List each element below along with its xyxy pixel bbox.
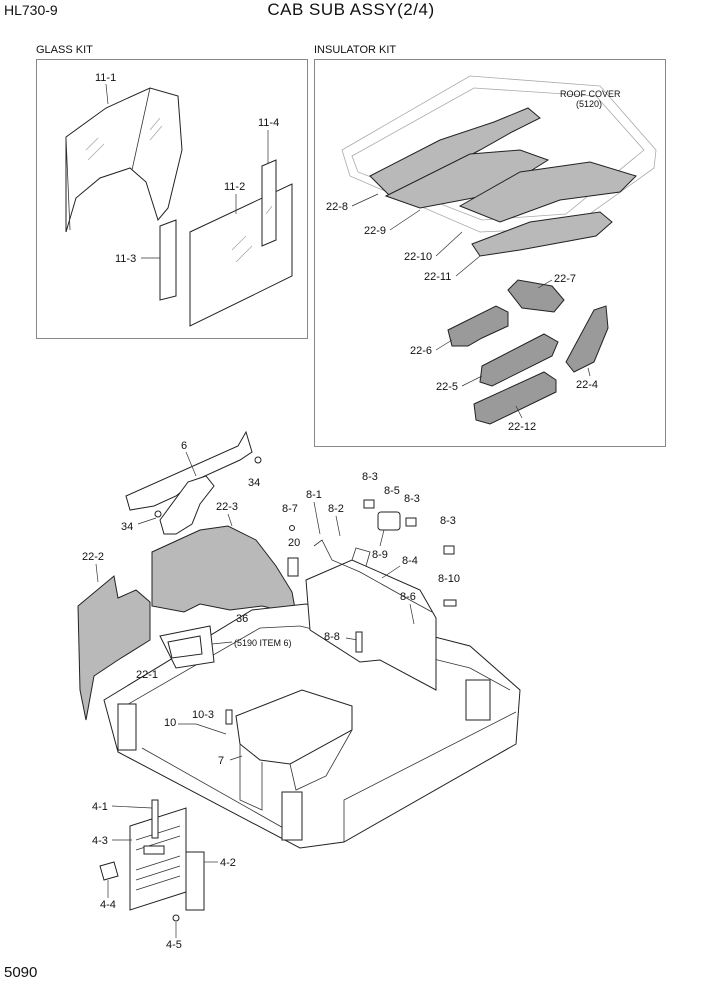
callout-8-8: 8-8: [324, 631, 340, 643]
callout-22-7: 22-7: [554, 273, 576, 285]
callout-20: 20: [288, 537, 300, 549]
clip-8-3-b[interactable]: [405, 517, 417, 527]
screw-4-5[interactable]: [172, 914, 180, 922]
insulator-22-10[interactable]: [458, 161, 637, 223]
frame-post-front: [281, 791, 303, 841]
callout-22-1: 22-1: [136, 669, 158, 681]
insulator-22-5[interactable]: [479, 333, 559, 387]
lock-8-5[interactable]: [377, 511, 401, 531]
callout-8-3-b: 8-3: [404, 493, 420, 505]
callout-36: 36: [236, 613, 248, 625]
glass-kit-box: [36, 59, 308, 339]
callout-4-1: 4-1: [92, 801, 108, 813]
callout-22-10: 22-10: [404, 251, 432, 263]
callout-34-left: 34: [121, 521, 133, 533]
callout-22-8: 22-8: [326, 201, 348, 213]
bolt-10-3[interactable]: [225, 709, 233, 725]
callout-22-2: 22-2: [82, 551, 104, 563]
callout-4-3: 4-3: [92, 835, 108, 847]
insulator-kit-label: INSULATOR KIT: [314, 44, 397, 56]
callout-22-6: 22-6: [410, 345, 432, 357]
callout-4-4: 4-4: [100, 899, 116, 911]
callout-22-3: 22-3: [216, 501, 238, 513]
callout-34-top: 34: [248, 477, 260, 489]
callout-11-3: 11-3: [115, 253, 136, 265]
panel-window: [143, 845, 165, 855]
callout-11-2: 11-2: [224, 181, 245, 193]
frame-post-left: [117, 703, 137, 751]
frame-post-right: [465, 679, 491, 721]
callout-10-3: 10-3: [192, 709, 214, 721]
floor-plate-22-1[interactable]: [159, 625, 215, 669]
callout-8-3-c: 8-3: [440, 515, 456, 527]
callout-8-6: 8-6: [400, 591, 416, 603]
insulator-22-11[interactable]: [471, 211, 613, 257]
callout-8-2: 8-2: [328, 503, 344, 515]
model-number: HL730-9: [4, 2, 58, 18]
bracket-20[interactable]: [287, 557, 299, 577]
callout-10: 10: [164, 717, 176, 729]
insulator-22-3[interactable]: [151, 525, 297, 615]
page-number: 5090: [4, 964, 38, 981]
callout-4-2: 4-2: [220, 857, 236, 869]
front-glass-11-1[interactable]: [65, 87, 183, 233]
callout-22-4: 22-4: [576, 379, 598, 391]
roof-cover-label: ROOF COVER: [560, 89, 621, 99]
screw-8-7[interactable]: [289, 525, 295, 531]
callout-8-9: 8-9: [372, 549, 388, 561]
insulator-kit-box: [314, 59, 666, 447]
bolt-8-10[interactable]: [443, 599, 457, 607]
callout-22-5: 22-5: [436, 381, 458, 393]
insulator-22-12[interactable]: [473, 371, 557, 425]
clip-8-3-c[interactable]: [443, 545, 455, 555]
bolt-8-8[interactable]: [355, 631, 363, 653]
reference-note-5190-item-6: (5190 ITEM 6): [234, 638, 292, 648]
callout-8-4: 8-4: [402, 555, 418, 567]
callout-8-10: 8-10: [438, 573, 460, 585]
roof-cover-ref: (5120): [576, 99, 602, 109]
small-glass-11-4[interactable]: [261, 159, 277, 247]
callout-8-7: 8-7: [282, 503, 298, 515]
panel-8-4[interactable]: [305, 539, 437, 691]
callout-7: 7: [218, 755, 224, 767]
insulator-22-4[interactable]: [565, 305, 609, 373]
callout-6: 6: [181, 440, 187, 452]
callout-22-9: 22-9: [364, 225, 386, 237]
clip-8-3-a[interactable]: [363, 499, 375, 509]
callout-8-3-a: 8-3: [362, 471, 378, 483]
callout-4-5: 4-5: [166, 939, 182, 951]
side-glass-11-2[interactable]: [189, 183, 293, 327]
insulator-22-7[interactable]: [507, 279, 565, 313]
callout-8-5: 8-5: [384, 485, 400, 497]
callout-8-1: 8-1: [306, 489, 322, 501]
callout-22-12: 22-12: [508, 421, 536, 433]
callout-11-4: 11-4: [258, 117, 279, 129]
insulator-22-2[interactable]: [77, 575, 151, 721]
handle-4-4[interactable]: [99, 861, 119, 881]
rod-4-1[interactable]: [151, 799, 159, 839]
bolt-34-top[interactable]: [254, 456, 262, 464]
small-glass-11-3[interactable]: [159, 219, 177, 301]
callout-22-11: 22-11: [424, 271, 451, 283]
bolt-34-left[interactable]: [154, 510, 162, 518]
page-title: CAB SUB ASSY(2/4): [267, 0, 435, 19]
bracket-4-2[interactable]: [185, 851, 205, 911]
insulator-22-9[interactable]: [384, 149, 550, 209]
glass-kit-label: GLASS KIT: [36, 44, 93, 56]
insulator-22-6[interactable]: [447, 305, 509, 347]
bracket-6[interactable]: [125, 430, 253, 535]
callout-11-1: 11-1: [95, 72, 116, 84]
console-7[interactable]: [235, 689, 353, 811]
